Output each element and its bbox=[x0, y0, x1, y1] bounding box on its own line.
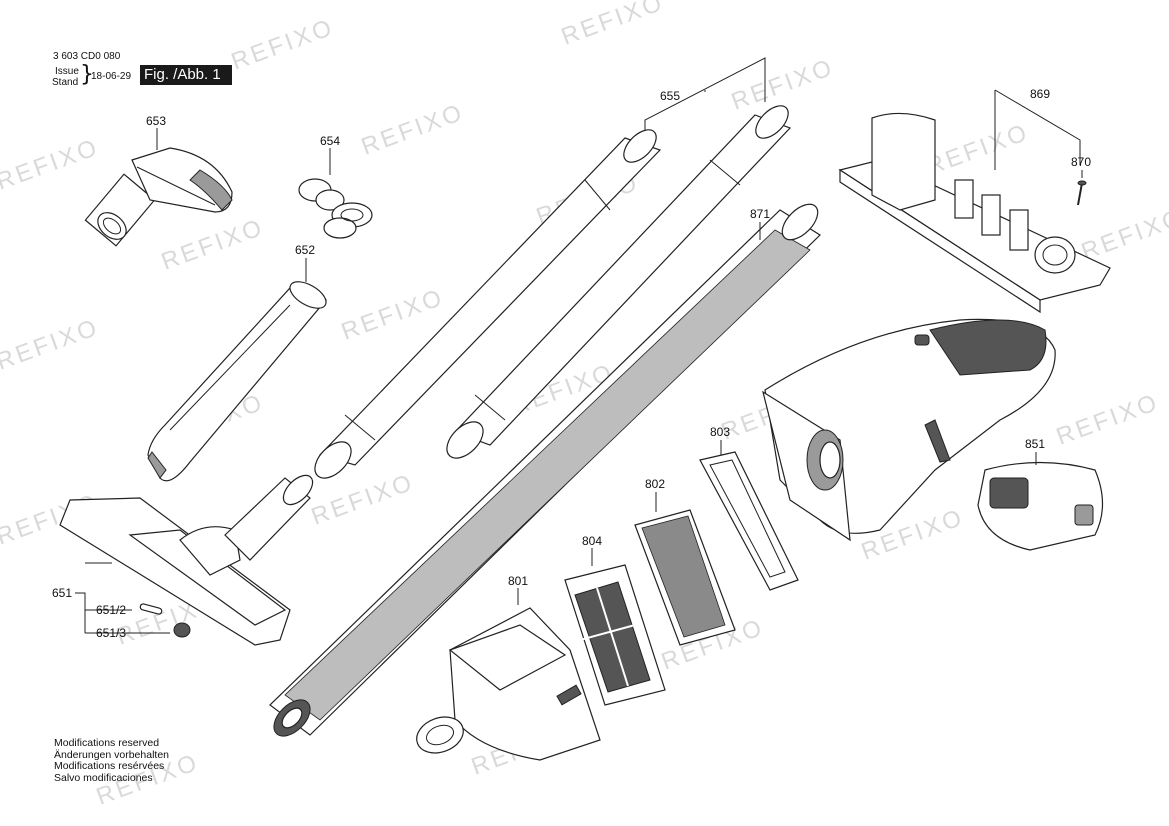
watermark: REFIXO bbox=[558, 0, 668, 51]
part-651-floor-nozzle bbox=[59, 474, 314, 646]
part-651-2-pin bbox=[139, 603, 163, 615]
part-653-brush-nozzle bbox=[84, 147, 233, 247]
watermark: REFIXO bbox=[923, 119, 1033, 181]
part-label: 653 bbox=[146, 114, 166, 128]
part-label: 870 bbox=[1071, 155, 1091, 169]
watermark: REFIXO bbox=[0, 134, 103, 196]
part-label: 655 bbox=[660, 89, 680, 103]
part-label: 652 bbox=[295, 243, 315, 257]
figure-label: Fig. /Abb. 1 bbox=[140, 65, 232, 85]
part-869-wall-bracket bbox=[838, 112, 1111, 314]
part-label: 871 bbox=[750, 207, 770, 221]
part-802-pleated-filter bbox=[634, 509, 736, 646]
vacuum-main-body bbox=[762, 318, 1056, 542]
part-label: 651/3 bbox=[96, 626, 126, 640]
modifications-note: Modifications reserved Änderungen vorbeh… bbox=[54, 737, 170, 784]
issue-label: Issue bbox=[55, 66, 79, 77]
watermark: REFIXO bbox=[228, 14, 338, 76]
brace-glyph: } bbox=[80, 62, 94, 87]
watermark: REFIXO bbox=[358, 99, 468, 161]
watermark: REFIXO bbox=[0, 314, 103, 376]
part-804-filter-frame bbox=[564, 564, 666, 706]
part-label: 851 bbox=[1025, 437, 1045, 451]
part-851-battery bbox=[977, 461, 1104, 551]
footer-line: Änderungen vorbehalten bbox=[54, 748, 170, 761]
part-label: 651/2 bbox=[96, 603, 126, 617]
part-label: 802 bbox=[645, 477, 665, 491]
part-label: 869 bbox=[1030, 87, 1050, 101]
part-655-extension-tubes bbox=[314, 105, 792, 479]
part-label: 801 bbox=[508, 574, 528, 588]
part-801-nozzle-cap bbox=[416, 607, 601, 761]
document-number: 3 603 CD0 080 bbox=[53, 51, 121, 62]
part-871-flexible-hose bbox=[269, 203, 821, 737]
footer-line: Modifications reserved bbox=[54, 737, 160, 749]
part-label: 651 bbox=[52, 586, 72, 600]
footer-line: Salvo modificaciones bbox=[54, 771, 153, 784]
watermark: REFIXO bbox=[1078, 204, 1169, 266]
part-803-seal-frame bbox=[699, 451, 799, 591]
watermark: REFIXO bbox=[338, 284, 448, 346]
part-label: 804 bbox=[582, 534, 602, 548]
watermark: REFIXO bbox=[1053, 389, 1163, 451]
part-654-clip bbox=[298, 178, 373, 239]
part-651-3-roller bbox=[173, 622, 191, 638]
watermark: REFIXO bbox=[158, 214, 268, 276]
part-870-screw bbox=[1077, 180, 1087, 206]
footer-line: Modifications resérvées bbox=[54, 760, 165, 772]
part-label: 803 bbox=[710, 425, 730, 439]
issue-date: 18-06-29 bbox=[91, 71, 132, 82]
part-label: 654 bbox=[320, 134, 340, 148]
part-652-crevice-tool bbox=[147, 281, 328, 482]
stand-label: Stand bbox=[52, 77, 79, 88]
